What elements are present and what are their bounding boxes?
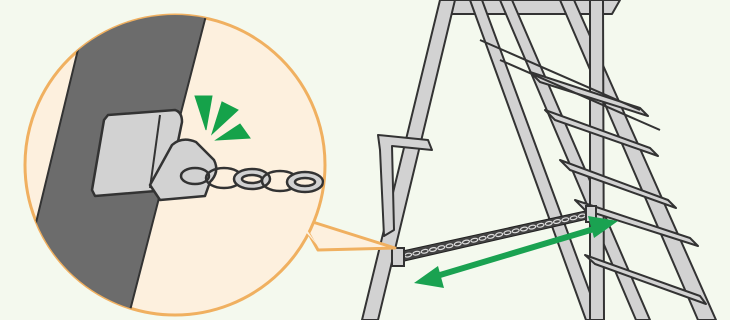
chain-bracket-left bbox=[392, 248, 404, 266]
chain-link bbox=[181, 168, 209, 184]
zoom-callout bbox=[10, 0, 395, 320]
ladder-inner-leg-3 bbox=[590, 0, 604, 320]
chain-link bbox=[295, 178, 315, 186]
step-ladder bbox=[362, 0, 716, 320]
ladder-rear-leg bbox=[560, 0, 716, 320]
chain-link bbox=[242, 175, 262, 183]
